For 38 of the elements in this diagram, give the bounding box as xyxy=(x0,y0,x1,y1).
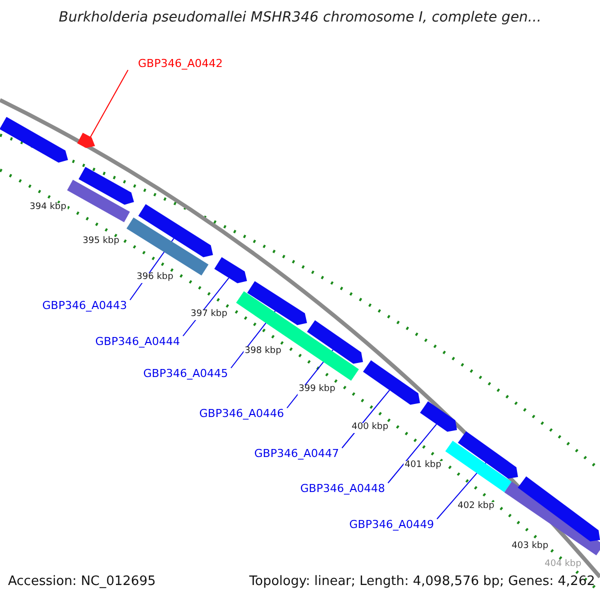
gene-label: GBP346_A0448 xyxy=(300,482,385,496)
genome-stats-text: Topology: linear; Length: 4,098,576 bp; Genes: 4,262 xyxy=(249,574,595,590)
gene-feature xyxy=(247,281,307,326)
gene-feature xyxy=(420,401,457,432)
gene-feature xyxy=(77,132,95,148)
tick-label: 403 kbp xyxy=(510,542,550,552)
gene-feature xyxy=(0,116,68,163)
tick-label: 394 kbp xyxy=(28,203,68,213)
gene-label: GBP346_A0447 xyxy=(254,448,339,460)
gene-label: GBP346_A0444 xyxy=(95,336,180,348)
gene-label: GBP346_A0442 xyxy=(138,58,223,70)
gene-feature xyxy=(78,166,134,205)
tick-label: 396 kbp xyxy=(136,273,174,283)
gene-feature xyxy=(214,257,247,284)
gene-feature xyxy=(458,431,518,479)
leader-line xyxy=(388,424,437,484)
gene-feature xyxy=(236,291,359,381)
tick-label: 404 kbp xyxy=(544,560,582,570)
tick-label: 402 kbp xyxy=(456,502,496,512)
map-title: Burkholderia pseudomallei MSHR346 chromosome I, complete gen... xyxy=(58,10,542,26)
gene-label: GBP346_A0445 xyxy=(143,368,228,380)
tick-label: 401 kbp xyxy=(404,461,442,471)
tick-label: 397 kbp xyxy=(190,310,228,320)
gene-label: GBP346_A0443 xyxy=(42,300,127,312)
tick-label: 398 kbp xyxy=(244,347,282,357)
gene-feature xyxy=(518,476,600,542)
gene-feature xyxy=(67,180,130,222)
tick-label: 395 kbp xyxy=(82,237,120,247)
accession-text: Accession: NC_012695 xyxy=(8,574,156,590)
gene-label: GBP346_A0449 xyxy=(349,518,434,532)
gene-feature xyxy=(363,360,420,405)
gene-feature xyxy=(138,204,213,258)
gene-label: GBP346_A0446 xyxy=(199,408,284,420)
gene-feature xyxy=(445,440,512,492)
gene-feature xyxy=(307,320,363,364)
leader-line xyxy=(436,462,486,520)
tick-label: 399 kbp xyxy=(298,385,336,395)
tick-label: 400 kbp xyxy=(350,423,390,433)
